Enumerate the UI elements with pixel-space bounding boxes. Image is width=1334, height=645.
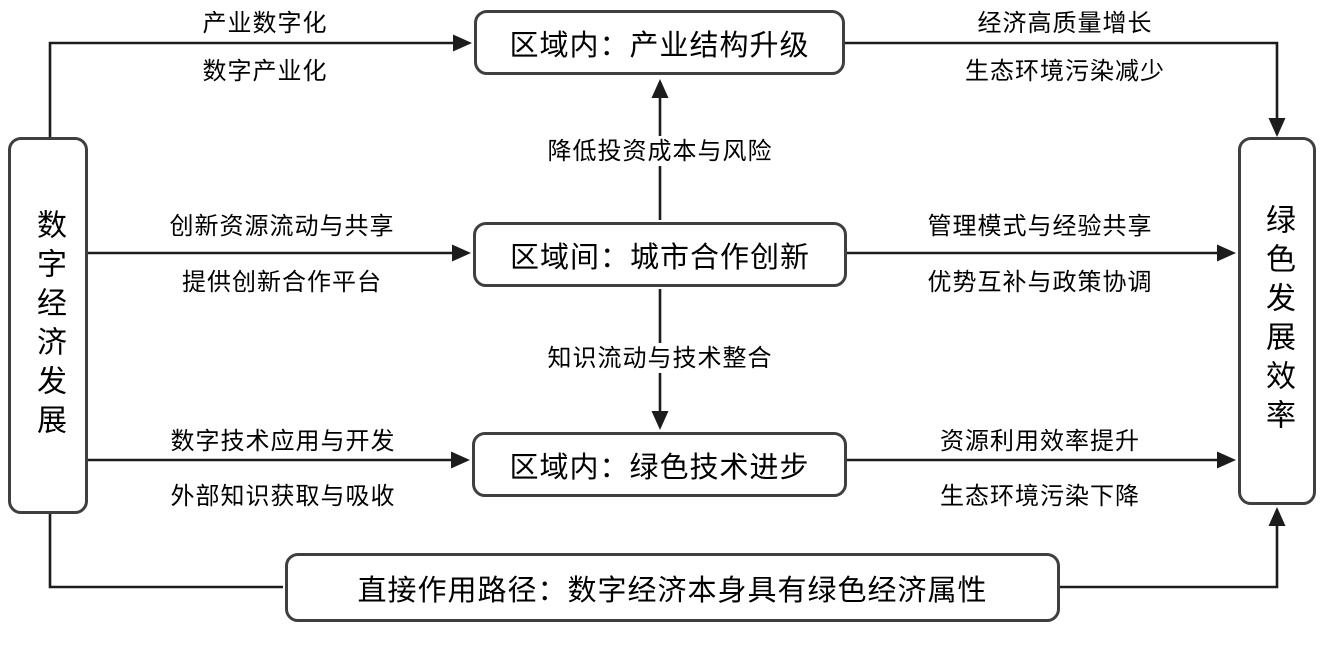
edge-label-management-experience-sharing: 管理模式与经验共享 <box>927 212 1153 240</box>
edge-industry-to-target <box>845 41 1286 137</box>
edge-label-digital-industrialization: 数字产业化 <box>202 57 328 85</box>
edge-source-to-direct <box>48 514 283 589</box>
edge-label-pollution-decline: 生态环境污染下降 <box>940 482 1140 510</box>
edge-label-knowledge-flow-integration: 知识流动与技术整合 <box>539 343 781 373</box>
path-box-green-technology: 区域内：绿色技术进步 <box>472 432 847 497</box>
path-box-industry-upgrade: 区域内：产业结构升级 <box>474 10 845 75</box>
source-box-digital-economy: 数字经济发展 <box>8 137 88 514</box>
path-box-direct-effect: 直接作用路径：数字经济本身具有绿色经济属性 <box>285 553 1060 622</box>
edge-direct-to-target <box>1060 507 1286 589</box>
edge-source-to-cooperation <box>88 244 471 262</box>
edge-label-external-knowledge-absorption: 外部知识获取与吸收 <box>170 482 396 510</box>
edge-label-innovation-resource-sharing: 创新资源流动与共享 <box>169 212 395 240</box>
edge-source-to-technology <box>88 451 470 469</box>
edge-label-high-quality-growth: 经济高质量增长 <box>977 9 1153 37</box>
edge-label-pollution-reduction: 生态环境污染减少 <box>965 57 1165 85</box>
edge-label-policy-coordination: 优势互补与政策协调 <box>927 268 1153 296</box>
target-box-green-efficiency: 绿色发展效率 <box>1238 137 1316 505</box>
edge-label-industry-digitalization: 产业数字化 <box>202 9 328 37</box>
edge-label-resource-efficiency: 资源利用效率提升 <box>940 427 1140 455</box>
edge-cooperation-to-target <box>847 244 1236 262</box>
edge-source-to-industry <box>48 34 472 139</box>
edge-label-digital-tech-application: 数字技术应用与开发 <box>170 427 396 455</box>
path-box-city-cooperation: 区域间：城市合作创新 <box>473 222 847 287</box>
edge-label-innovation-platform: 提供创新合作平台 <box>182 268 382 296</box>
edge-label-reduce-investment-risk: 降低投资成本与风险 <box>539 136 781 166</box>
edge-technology-to-target <box>847 451 1236 469</box>
